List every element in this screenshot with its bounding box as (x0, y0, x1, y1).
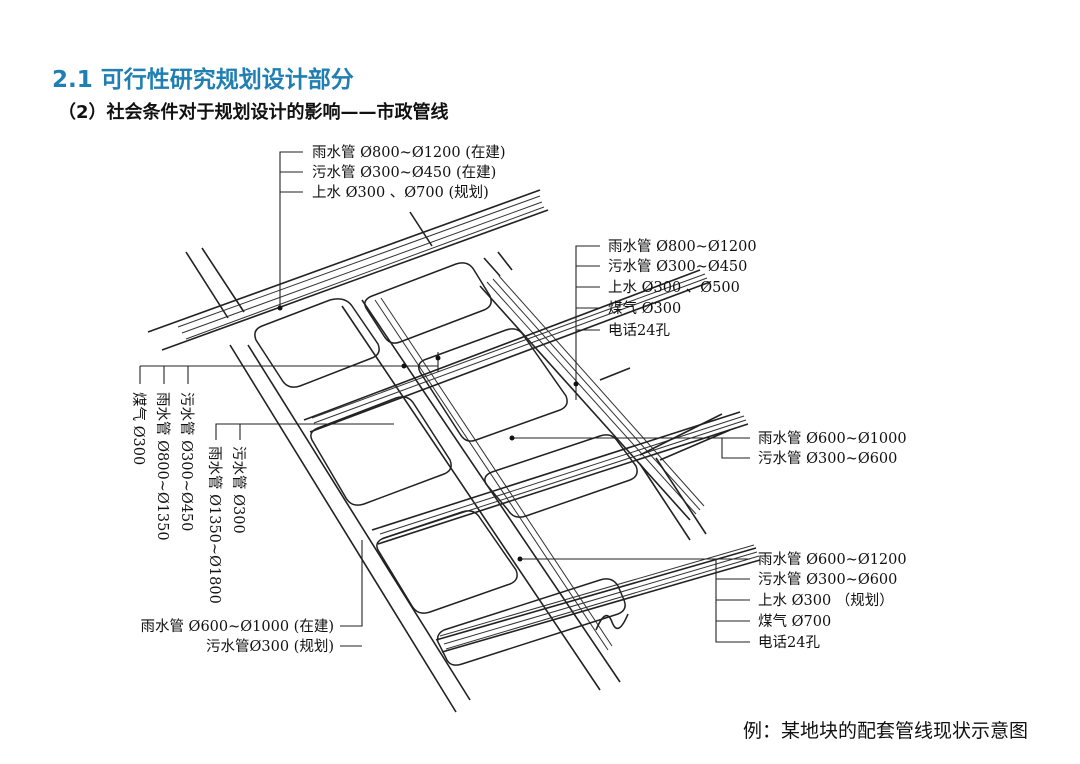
label-top-left-1: 雨水管 Ø800~Ø1200 (在建) (312, 144, 506, 161)
label-top-left-3: 上水 Ø300 、Ø700 (规划) (312, 184, 489, 201)
label-vertical-mid-2: 污水管 Ø300 (230, 446, 247, 534)
label-right-lower-2: 污水管 Ø300~Ø600 (758, 571, 897, 588)
road-cross-streets (303, 269, 761, 653)
label-right-lower-5: 电话24孔 (758, 634, 820, 651)
labels-bottom-left: 雨水管 Ø600~Ø1000 (在建) 污水管Ø300 (规划) (140, 618, 334, 655)
road-right-edges (599, 367, 731, 541)
label-vertical-left-2: 雨水管 Ø800~Ø1350 (154, 392, 171, 541)
label-right-upper-2: 污水管 Ø300~Ø450 (608, 258, 747, 275)
page-title: 2.1 可行性研究规划设计部分 (52, 67, 354, 93)
label-bottom-left-1: 雨水管 Ø600~Ø1000 (在建) (140, 618, 334, 635)
label-right-lower-4: 煤气 Ø700 (758, 613, 831, 630)
labels-right-lower: 雨水管 Ø600~Ø1200 污水管 Ø300~Ø600 上水 Ø300 （规划… (758, 551, 907, 651)
label-right-upper-3: 上水 Ø300 、Ø500 (608, 279, 740, 296)
label-vertical-mid-1: 雨水管 Ø1350~Ø1800 (206, 446, 223, 604)
label-right-middle-2: 污水管 Ø300~Ø600 (758, 450, 897, 467)
label-vertical-left-3: 污水管 Ø300~Ø450 (178, 392, 195, 531)
labels-vertical-left: 煤气 Ø300 雨水管 Ø800~Ø1350 污水管 Ø300~Ø450 (130, 392, 195, 541)
break-symbol (595, 613, 629, 631)
figure-caption: 例：某地块的配套管线现状示意图 (742, 720, 1028, 742)
label-right-lower-1: 雨水管 Ø600~Ø1200 (758, 551, 907, 568)
label-right-upper-1: 雨水管 Ø800~Ø1200 (608, 238, 757, 255)
road-upper-left-stub (185, 211, 433, 319)
labels-right-middle: 雨水管 Ø600~Ø1000 污水管 Ø300~Ø600 (758, 430, 907, 467)
label-top-left-2: 污水管 Ø300~Ø450 (在建) (312, 164, 496, 181)
label-right-lower-3: 上水 Ø300 （规划） (758, 592, 894, 609)
label-right-upper-5: 电话24孔 (608, 322, 670, 339)
road-upper-right-stub (483, 251, 513, 277)
labels-right-upper: 雨水管 Ø800~Ø1200 污水管 Ø300~Ø450 上水 Ø300 、Ø5… (608, 238, 757, 339)
labels-top-left: 雨水管 Ø800~Ø1200 (在建) 污水管 Ø300~Ø450 (在建) 上… (312, 144, 506, 201)
road-top (147, 189, 549, 351)
label-bottom-left-2: 污水管Ø300 (规划) (206, 638, 334, 655)
label-right-upper-4: 煤气 Ø300 (608, 300, 681, 317)
pipe-junction-dots (277, 305, 579, 562)
city-blocks (254, 262, 638, 666)
labels-vertical-mid: 雨水管 Ø1350~Ø1800 污水管 Ø300 (206, 446, 247, 604)
page-subtitle: （2）社会条件对于规划设计的影响——市政管线 (58, 102, 449, 123)
label-right-middle-1: 雨水管 Ø600~Ø1000 (758, 430, 907, 447)
leader-lines (139, 151, 750, 647)
label-vertical-left-1: 煤气 Ø300 (130, 392, 147, 465)
